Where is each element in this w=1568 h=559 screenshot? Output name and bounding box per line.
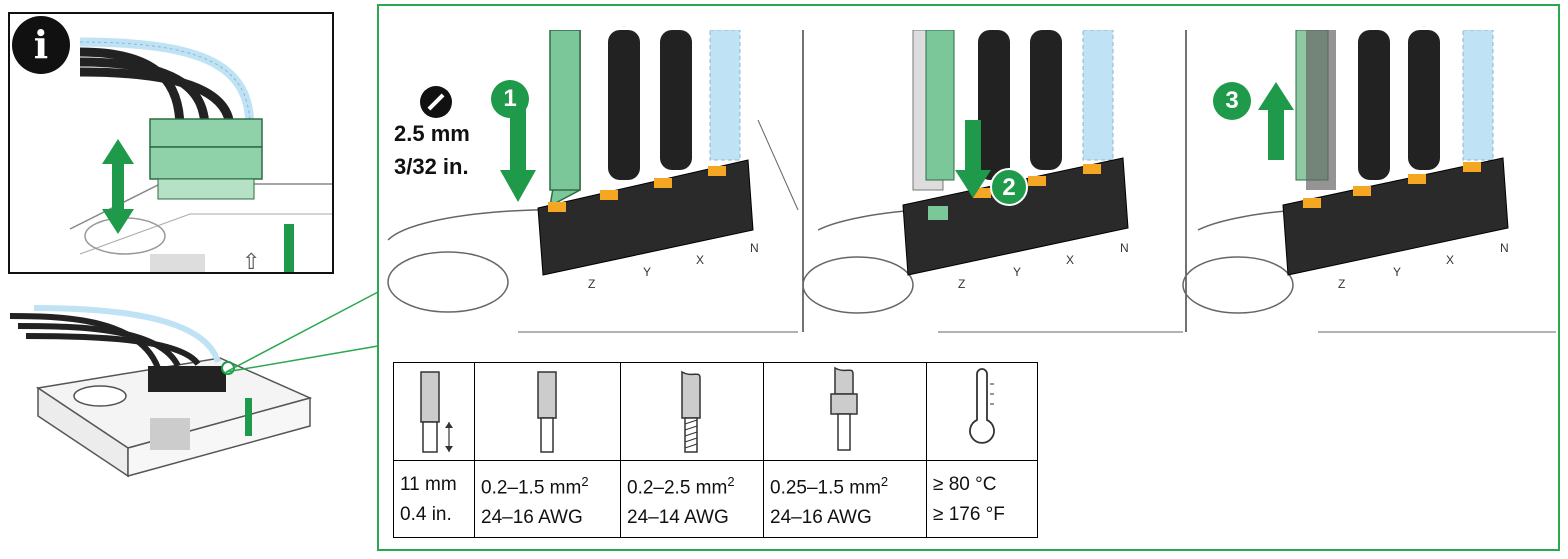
device-overview <box>9 298 340 478</box>
screwdriver-size-imperial: 3/32 in. <box>394 154 469 179</box>
spec-cell-temperature: ≥ 80 °C ≥ 176 °F <box>926 459 1038 539</box>
svg-text:⇧: ⇧ <box>242 249 260 274</box>
step-badge: 2 <box>990 168 1028 206</box>
terminal-label: Y <box>1393 265 1401 279</box>
terminal-label: N <box>750 241 759 255</box>
sensor-device-illustration <box>9 305 313 478</box>
spec-value: 0.2–2.5 mm <box>627 477 728 499</box>
spec-value: ≥ 80 °C <box>933 474 997 496</box>
thermometer-icon <box>926 362 1038 461</box>
spec-value: 0.25–1.5 mm <box>770 477 881 499</box>
info-panel: ⇧ i <box>8 12 334 274</box>
spec-superscript: 2 <box>581 474 589 489</box>
spec-cell-strip-length: 11 mm 0.4 in. <box>393 459 475 539</box>
wire-spec-table: 11 mm 0.4 in. 0.2–1.5 mm2 24–16 AWG 0.2–… <box>393 362 1038 539</box>
terminal-labels: Z Y X N Z Y X N Z Y X N <box>588 241 1509 291</box>
flat-screwdriver-icon <box>420 86 452 118</box>
stranded-wire-icon <box>620 362 764 461</box>
terminal-label: N <box>1120 241 1129 255</box>
strip-length-icon <box>393 362 475 461</box>
spec-value: 24–14 AWG <box>627 507 729 529</box>
step-3-panel <box>1182 30 1556 333</box>
spec-value: 24–16 AWG <box>770 507 872 529</box>
step-1-panel <box>387 30 799 333</box>
spec-superscript: 2 <box>727 474 735 489</box>
info-icon: i <box>12 16 70 74</box>
spec-value: ≥ 176 °F <box>933 504 1005 526</box>
ferrule-wire-icon <box>763 362 927 461</box>
spec-value: 11 mm <box>400 474 457 496</box>
terminal-label: Z <box>958 277 965 291</box>
connector-removal-illustration: ⇧ <box>69 37 332 274</box>
terminal-label: Z <box>1338 277 1345 291</box>
step-badge: 1 <box>491 80 529 118</box>
terminal-label: Y <box>643 265 651 279</box>
step-badge: 3 <box>1213 82 1251 120</box>
steps-frame <box>377 4 1560 551</box>
terminal-label: X <box>1066 253 1074 267</box>
spec-value: 0.4 in. <box>400 504 452 526</box>
spec-value: 0.2–1.5 mm <box>481 477 582 499</box>
spec-value: 24–16 AWG <box>481 507 583 529</box>
terminal-label: N <box>1500 241 1509 255</box>
terminal-label: Y <box>1013 265 1021 279</box>
terminal-label: Z <box>588 277 595 291</box>
solid-wire-icon <box>474 362 621 461</box>
screwdriver-size-metric: 2.5 mm <box>394 121 470 146</box>
spec-cell-solid: 0.2–1.5 mm2 24–16 AWG <box>474 459 621 539</box>
terminal-label: X <box>1446 253 1454 267</box>
step-2-panel <box>802 30 1183 333</box>
wiring-steps-illustration: Z Y X N Z Y X N Z Y X N <box>387 30 1556 333</box>
terminal-label: X <box>696 253 704 267</box>
spec-superscript: 2 <box>880 474 889 489</box>
spec-cell-ferrule: 0.25–1.5 mm2 24–16 AWG <box>763 459 927 539</box>
spec-cell-stranded: 0.2–2.5 mm2 24–14 AWG <box>620 459 764 539</box>
